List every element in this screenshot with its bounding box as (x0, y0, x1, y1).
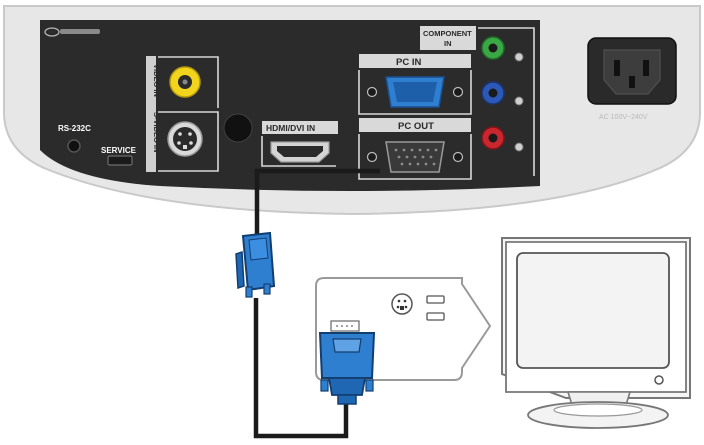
brand-logo (44, 27, 100, 37)
ac-power-label: AC 100V~240V (599, 114, 648, 121)
pc-in-label: PC IN (396, 57, 421, 68)
component-label-plate (420, 26, 476, 50)
crt-monitor (501, 237, 691, 429)
component-port-frame (478, 27, 535, 176)
monitor-power-button[interactable] (654, 375, 664, 385)
component-pr-jack[interactable] (481, 126, 505, 150)
video-port-frame (158, 56, 219, 108)
component-pb-jack[interactable] (481, 81, 505, 105)
hdmi-dvi-in-port[interactable] (270, 141, 330, 163)
monitor-round-port (391, 293, 413, 315)
vga-cable (235, 168, 380, 439)
video-in-jack[interactable] (169, 66, 201, 98)
monitor-vga-input (330, 320, 360, 332)
component-y-jack[interactable] (481, 36, 505, 60)
svideo-in-jack[interactable] (167, 121, 203, 157)
pc-in-port[interactable] (366, 76, 464, 108)
pc-out-port[interactable] (366, 141, 464, 173)
rs232c-label: RS-232C (58, 124, 91, 133)
monitor-stand-top (553, 403, 643, 417)
video-in-label: VIDEO IN (152, 64, 161, 97)
ac-power-inlet[interactable] (587, 37, 677, 105)
component-pr-screw (514, 142, 524, 152)
monitor-vga-plug[interactable] (318, 332, 376, 405)
cable-lower (253, 298, 349, 439)
pc-in-port-frame (358, 70, 472, 115)
hdmi-label-plate (262, 121, 338, 134)
service-label: SERVICE (101, 146, 137, 155)
service-port[interactable] (107, 155, 133, 166)
svideo-in-label: S-VIDEO IN (152, 112, 161, 152)
projector-rear-panel: RS-232C SERVICE VIDEO IN S-VIDEO IN (3, 5, 701, 216)
round-sensor (223, 113, 253, 143)
monitor-screen (516, 252, 670, 369)
pc-out-label-plate (359, 118, 471, 132)
hdmi-port-frame (261, 136, 336, 167)
component-y-screw (514, 52, 524, 62)
pc-out-label: PC OUT (398, 121, 434, 132)
hdmi-dvi-in-label: HDMI/DVI IN (266, 123, 315, 133)
pc-out-port-frame (358, 134, 472, 180)
monitor-usb-ports (426, 295, 445, 321)
component-in-label-line1: COMPONENT (423, 29, 472, 38)
component-pb-screw (514, 96, 524, 106)
pc-in-label-plate (359, 54, 471, 68)
video-strip (146, 56, 156, 172)
svideo-port-frame (158, 111, 219, 172)
rs232c-port[interactable] (67, 139, 81, 153)
inline-vga-plug[interactable] (235, 231, 276, 298)
cable-upper (254, 168, 380, 238)
component-in-label-line2: IN (444, 39, 452, 48)
